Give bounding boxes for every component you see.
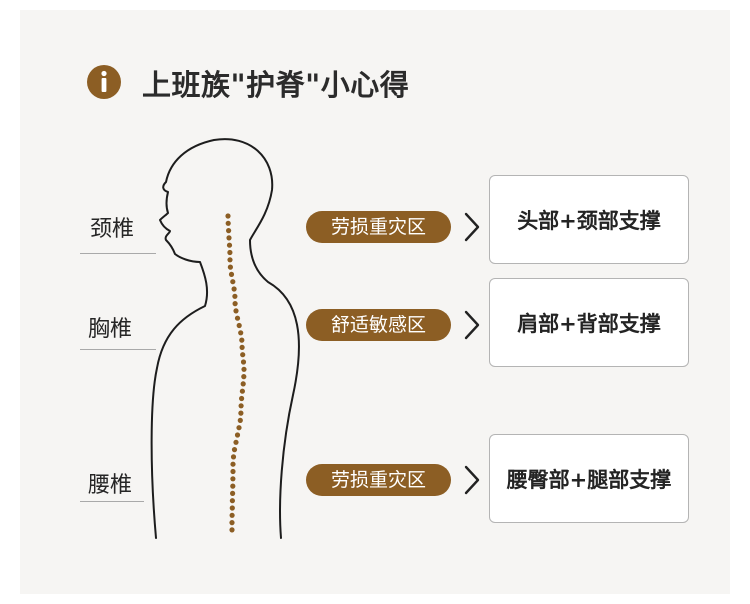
spine-dot (225, 213, 231, 219)
region-label-cervical: 颈椎 (89, 217, 134, 242)
spine-dot (237, 417, 243, 423)
chevron-right-icon (464, 465, 480, 495)
spine-dot (226, 242, 233, 248)
support-box-hip-leg: 腰臀部+腿部支撑 (489, 434, 689, 523)
spine-dot (230, 490, 236, 496)
spine-dot (229, 527, 235, 533)
spine-dot (234, 315, 241, 321)
region-divider (80, 253, 156, 254)
spine-dot (240, 352, 246, 358)
spine-dot (232, 293, 238, 299)
spine-dot (226, 235, 232, 241)
spine-dot (228, 271, 235, 277)
spine-dot (238, 410, 244, 416)
spine-dot (233, 439, 239, 445)
spine-dot (229, 512, 235, 518)
spine-dot (230, 468, 236, 475)
spine-dot (239, 395, 245, 402)
spine-dot (230, 454, 237, 460)
spine-dot (230, 461, 236, 467)
zone-badge-thoracic: 舒适敏感区 (306, 309, 451, 341)
spine-dot (233, 308, 239, 314)
spine-dot (227, 264, 233, 270)
spine-dot (231, 286, 237, 292)
chevron-right-icon (464, 310, 480, 340)
zone-badge-lumbar: 劳损重灾区 (306, 464, 451, 496)
spine-dot (229, 498, 235, 504)
spine-dot (229, 505, 235, 511)
spine-dot (225, 220, 231, 226)
spine-dot (240, 359, 247, 365)
spine-dot (239, 388, 245, 394)
spine-dot (227, 257, 233, 263)
spine-dot (230, 476, 236, 482)
region-label-thoracic: 胸椎 (87, 317, 132, 342)
spine-dot (229, 520, 235, 526)
spine-dot (234, 432, 241, 438)
spine-dot (241, 366, 247, 372)
spine-dot (240, 381, 246, 387)
support-label: 肩部+背部支撑 (517, 311, 661, 336)
chevron-right-icon (464, 212, 480, 242)
spine-dot (227, 249, 233, 256)
spine-dot (231, 447, 238, 453)
spine-dot (238, 330, 244, 336)
spine-dot (230, 483, 236, 489)
spine-dots-icon (225, 213, 247, 533)
zone-badge-cervical: 劳损重灾区 (306, 211, 451, 243)
support-label: 腰臀部+腿部支撑 (506, 467, 672, 492)
region-divider (80, 349, 156, 350)
info-icon (87, 65, 121, 99)
region-divider (80, 501, 144, 502)
spine-dot (239, 344, 245, 350)
page-title: 上班族"护脊"小心得 (142, 68, 410, 102)
spine-dot (238, 403, 244, 409)
spine-dot (232, 301, 238, 307)
support-box-shoulder-back: 肩部+背部支撑 (489, 278, 689, 367)
spine-dot (239, 337, 245, 343)
spine-dot (236, 425, 242, 431)
support-label: 头部+颈部支撑 (517, 208, 661, 233)
spine-dot (241, 374, 247, 380)
spine-dot (230, 279, 236, 285)
spine-dot (226, 228, 232, 234)
region-label-lumbar: 腰椎 (87, 473, 132, 498)
spine-dot (236, 322, 242, 329)
support-box-head-neck: 头部+颈部支撑 (489, 175, 689, 264)
